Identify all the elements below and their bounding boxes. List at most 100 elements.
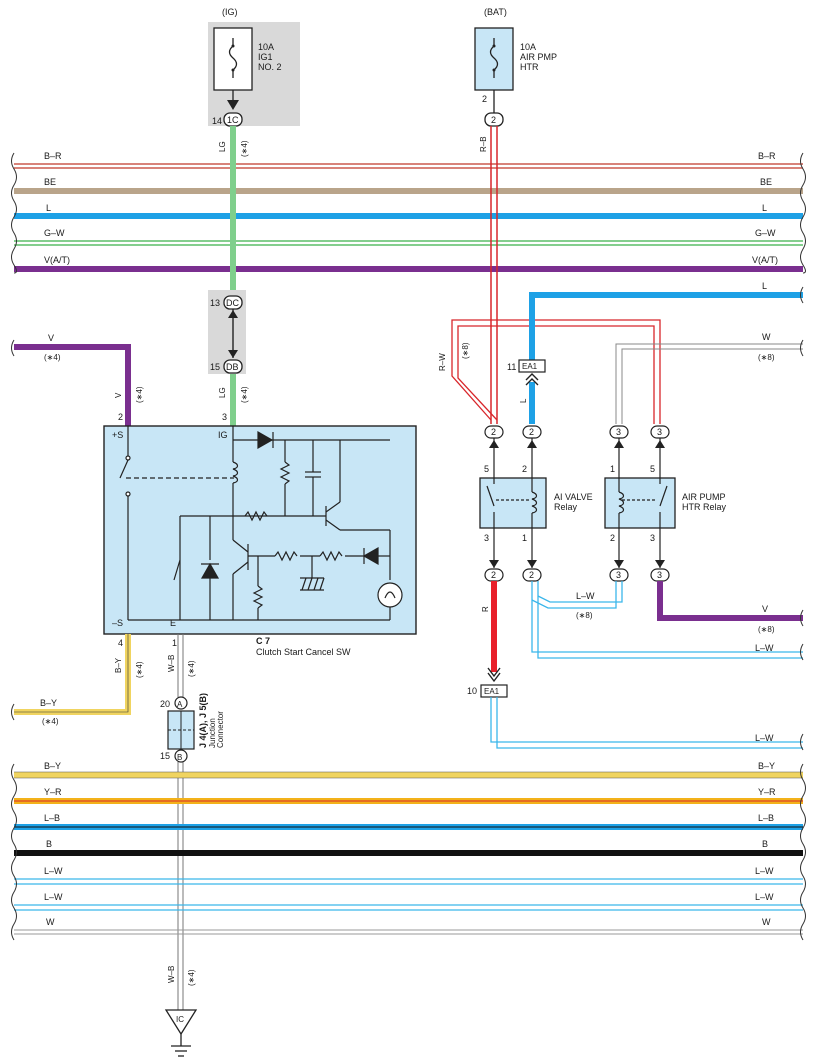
bat-conn: 2 [491, 115, 496, 125]
r-label: R [481, 606, 490, 612]
ground-ic: IC [164, 1009, 198, 1057]
b-y-note: (∗4) [42, 717, 59, 726]
db-pin: 15 [210, 362, 220, 372]
bus-label-left: L–B [44, 813, 60, 823]
term-s-minus: –S [112, 618, 123, 628]
bus-label-left: B [46, 839, 52, 849]
bus-label-right: B [762, 839, 768, 849]
v-label: V [48, 333, 54, 343]
dc-pin: 13 [210, 298, 220, 308]
pin-bubble: 3 [657, 427, 662, 437]
bus-label-left: L–W [44, 892, 63, 902]
bus-label-left: BE [44, 177, 56, 187]
l-w-wires [490, 581, 803, 749]
bus-label-right: W [762, 917, 771, 927]
w-note: (∗8) [758, 353, 775, 362]
bus-label-right: L–W [755, 866, 774, 876]
switch-pin-2: 2 [118, 412, 123, 422]
switch-id: C 7 [256, 636, 270, 646]
j4-pin: 20 [160, 699, 170, 709]
l-w-label-2: L–W [755, 643, 774, 653]
bottom-bus-b-y: B–Y B–Y [14, 761, 803, 779]
v-wire-right: V (∗8) [657, 581, 804, 634]
bus-label-left: B–Y [44, 761, 61, 771]
j4-conn: A [177, 700, 183, 709]
pin-bubble: 2 [529, 427, 534, 437]
bus-label-left: L [46, 203, 51, 213]
relay-bottom-pins: 2 2 3 3 [484, 528, 670, 582]
v-right-label: V [762, 604, 768, 614]
b-y-note-2: (∗4) [135, 661, 144, 678]
ai-name2: Relay [554, 502, 578, 512]
w-b-label: W–B [167, 655, 176, 672]
ai-valve-relay: 5 2 3 1 AI VALVE Relay [479, 438, 593, 543]
top-bus-g-w: G–W G–W [14, 228, 803, 246]
bat-fuse-amp: 10A [520, 42, 536, 52]
w-b-label-2: W–B [167, 966, 176, 983]
fuse-icon [489, 38, 499, 78]
bus-label-left: L–W [44, 866, 63, 876]
top-bus-l: L L [14, 203, 803, 219]
bus-label-right: L–B [758, 813, 774, 823]
v-label-2: V [114, 392, 123, 398]
bus-label-right: L–W [755, 892, 774, 902]
switch-name: Clutch Start Cancel SW [256, 647, 351, 657]
ig-pin: 14 [212, 116, 222, 126]
b-y-label: B–Y [40, 698, 57, 708]
ig-conn: 1C [227, 115, 239, 125]
ai-p1: 1 [522, 533, 527, 543]
ig-header: (IG) [222, 7, 238, 17]
term-ig: IG [218, 430, 228, 440]
bus-label-right: B–Y [758, 761, 775, 771]
connector-chevron-icon [525, 373, 539, 386]
bottom-bus-w: W W [14, 917, 803, 935]
lg-label: LG [218, 141, 227, 152]
l-label-2: L [519, 398, 528, 403]
bottom-bus-y-r: Y–R Y–R [14, 787, 803, 804]
ea1-top-connector: 11 EA1 [507, 359, 546, 386]
ap-name2: HTR Relay [682, 502, 727, 512]
v-note: (∗4) [44, 353, 61, 362]
bus-break-marks [11, 152, 806, 274]
junction-name3: Connector [216, 711, 225, 748]
ig-fuse-amp: 10A [258, 42, 274, 52]
bottom-bus-l-w-2: L–W L–W [14, 892, 803, 911]
lg-wire: LG (∗4) [218, 126, 249, 426]
connector-chevron-icon [487, 667, 501, 683]
bus-label-left: W [46, 917, 55, 927]
air-pump-htr-relay: 1 5 2 3 AIR PUMP HTR Relay [604, 438, 727, 543]
ig-fuse-name2: NO. 2 [258, 62, 282, 72]
junction-connector: 20 A 15 B J 4(A), J 5(B) Junction Connec… [160, 693, 225, 763]
v-note-2: (∗4) [135, 386, 144, 403]
bat-pin: 2 [482, 94, 487, 104]
w-label: W [762, 332, 771, 342]
dc-conn: DC [226, 298, 239, 308]
arrow-up-icon [228, 310, 238, 318]
pin-bubble: 3 [657, 570, 662, 580]
bus-label-right: V(A/T) [752, 255, 778, 265]
j5-conn: B [177, 753, 182, 762]
fuse-icon [228, 38, 238, 78]
b-y-label-2: B–Y [114, 657, 123, 673]
top-bus-b-r: B–R B–R [14, 151, 803, 169]
r-b-wire: R–B [479, 126, 498, 424]
ig-fuse-block: (IG) 10A IG1 NO. 2 14 1C [208, 7, 300, 127]
r-w-wire: R–W (∗8) [438, 319, 661, 424]
ap-name1: AIR PUMP [682, 492, 726, 502]
ap-p3: 3 [650, 533, 655, 543]
b-y-wire: B–Y (∗4) B–Y (∗4) [11, 634, 144, 726]
l-wire: L L [519, 281, 804, 424]
ap-p5: 5 [650, 464, 655, 474]
ea1-bottom-pin: 10 [467, 686, 477, 696]
bottom-bus-l-b: L–B L–B [14, 813, 803, 830]
bus-label-left: G–W [44, 228, 65, 238]
w-wire: W (∗8) [615, 332, 804, 424]
r-b-label: R–B [479, 136, 488, 152]
bus-label-right: G–W [755, 228, 776, 238]
junction-name2: Junction [208, 718, 217, 748]
ai-name1: AI VALVE [554, 492, 593, 502]
pin-bubble: 2 [491, 570, 496, 580]
arrow-down-icon [228, 350, 238, 358]
bat-header: (BAT) [484, 7, 507, 17]
arrow-down-icon [227, 100, 239, 110]
